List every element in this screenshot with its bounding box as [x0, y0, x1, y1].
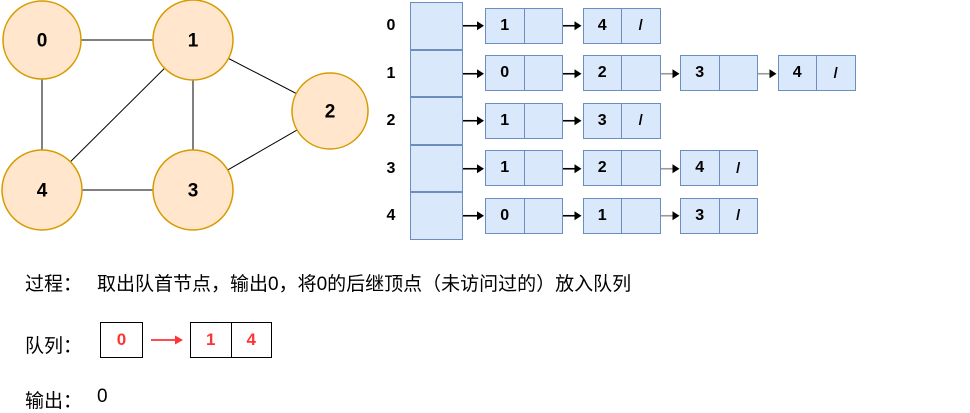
list-node-box: 3/ — [680, 197, 758, 234]
arrow-right-icon — [463, 21, 484, 31]
arrow-right-icon — [758, 68, 777, 78]
list-node-pointer — [525, 104, 563, 138]
graph-node — [152, 0, 234, 81]
adjacency-row-label: 2 — [386, 112, 396, 129]
array-head-cell — [410, 192, 463, 240]
queue-label: 队列： — [25, 336, 83, 357]
list-node-box: 0 — [485, 197, 563, 234]
array-head-cell — [410, 49, 463, 97]
process-text: 取出队首节点，输出0，将0的后继顶点（未访问过的）放入队列 — [97, 274, 632, 295]
list-node-pointer — [720, 56, 758, 90]
graph-node — [152, 149, 234, 231]
list-node-value: 3 — [584, 103, 622, 138]
graph-node — [1, 149, 83, 231]
list-node-box: 2 — [582, 150, 661, 187]
array-head-cell — [410, 2, 463, 50]
list-node-pointer — [622, 151, 660, 185]
graph-node — [291, 72, 369, 150]
arrow-right-icon — [563, 21, 582, 31]
list-node-value: 1 — [486, 103, 525, 138]
arrow-right-icon — [463, 211, 484, 221]
list-node-value: 0 — [486, 56, 525, 91]
graph-node-label: 0 — [37, 31, 48, 52]
list-node-value: 2 — [584, 56, 622, 91]
arrow-right-icon — [563, 211, 582, 221]
queue-rest-value: 4 — [246, 330, 256, 349]
queue-arrow-icon — [151, 335, 183, 345]
graph-node-label: 3 — [188, 181, 199, 202]
arrow-right-icon — [563, 116, 582, 126]
list-node-box: 2 — [582, 55, 661, 92]
list-node-pointer — [525, 151, 563, 185]
arrow-right-icon — [463, 68, 484, 78]
graph-node-label: 4 — [37, 181, 48, 202]
list-node-null: / — [736, 207, 741, 225]
list-node-box: 4/ — [680, 150, 758, 187]
queue-front-box: 0 — [100, 322, 143, 358]
list-node-null: / — [736, 159, 741, 177]
list-node-box: 1 — [582, 197, 661, 234]
list-node-value: 4 — [779, 56, 817, 91]
list-node-null: / — [638, 17, 643, 35]
list-node-value: 1 — [486, 151, 525, 186]
graph-node-label: 1 — [188, 31, 199, 52]
list-node-box: 1 — [485, 150, 563, 187]
list-node-null: / — [638, 112, 643, 130]
queue-front-value: 0 — [116, 330, 127, 349]
list-node-null: / — [833, 64, 838, 82]
graph-node-label: 2 — [325, 102, 336, 123]
list-node-value: 3 — [681, 56, 720, 91]
arrow-right-icon — [563, 68, 582, 78]
arrow-right-icon — [463, 116, 484, 126]
list-node-box: 1 — [485, 7, 563, 44]
arrow-right-icon — [563, 163, 582, 173]
list-node-pointer — [525, 199, 563, 233]
process-label: 过程： — [25, 274, 83, 295]
queue-rest-value: 1 — [191, 323, 232, 357]
output-value: 0 — [97, 386, 108, 407]
list-node-pointer — [622, 199, 660, 233]
list-node-pointer — [525, 9, 563, 43]
queue-rest-box: 1 4 — [190, 322, 272, 358]
list-node-value: 1 — [584, 198, 622, 233]
arrow-right-icon — [660, 163, 679, 173]
adjacency-row-label: 0 — [386, 17, 396, 34]
adjacency-row-label: 1 — [386, 64, 396, 82]
array-head-cell — [410, 144, 463, 192]
output-label: 输出： — [25, 391, 83, 412]
array-head-cell — [410, 97, 463, 145]
list-node-box: 4/ — [582, 7, 661, 44]
list-node-value: 4 — [584, 8, 622, 43]
list-node-box: 4/ — [777, 55, 856, 92]
arrow-right-icon — [660, 211, 679, 221]
arrow-right-icon — [463, 163, 484, 173]
list-node-box: 0 — [485, 55, 563, 92]
list-node-value: 3 — [681, 198, 720, 233]
adjacency-row-label: 3 — [386, 159, 396, 177]
list-node-pointer — [622, 56, 660, 90]
list-node-box: 1 — [485, 102, 563, 139]
list-node-box: 3/ — [582, 102, 661, 139]
list-node-value: 2 — [584, 151, 622, 186]
list-node-value: 1 — [486, 8, 525, 43]
arrow-right-icon — [660, 68, 679, 78]
list-node-box: 3 — [680, 55, 758, 92]
list-node-pointer — [525, 56, 563, 90]
graph-node — [2, 0, 82, 80]
list-node-value: 0 — [486, 198, 525, 233]
list-node-value: 4 — [681, 151, 720, 186]
graph-canvas: 0 1 2 3 4 — [1, 0, 369, 231]
adjacency-row-label: 4 — [386, 207, 396, 224]
